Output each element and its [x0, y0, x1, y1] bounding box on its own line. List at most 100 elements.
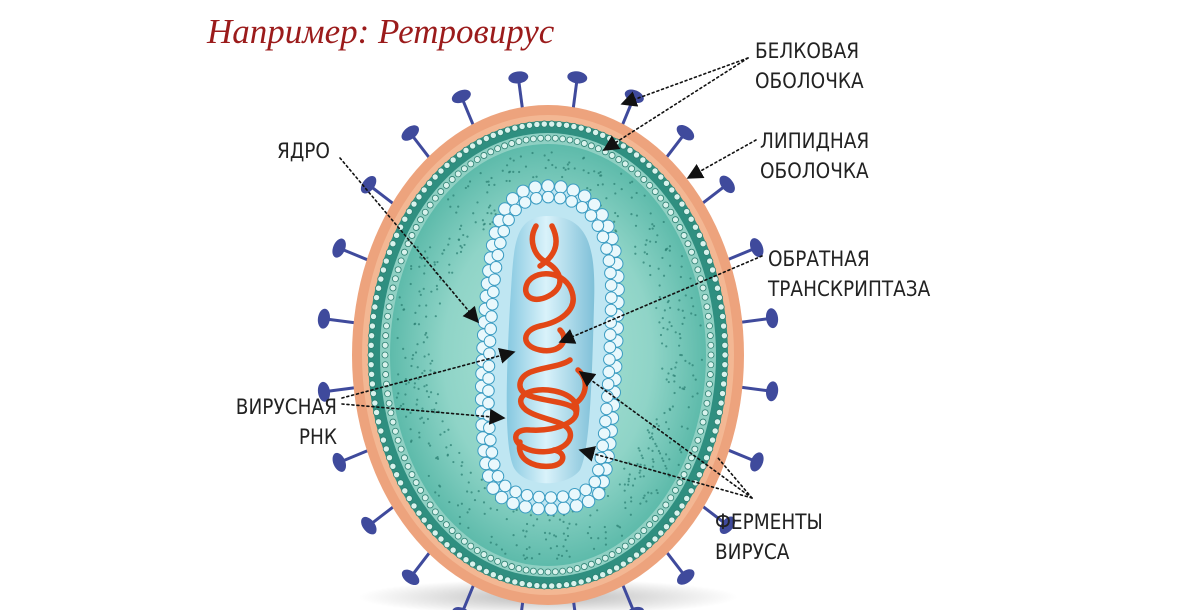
lipid-bead [426, 179, 434, 187]
interior-dot [605, 197, 608, 200]
lipid-bead [707, 351, 715, 359]
lipid-bead [431, 173, 439, 181]
spike-head [317, 381, 331, 402]
interior-dot [639, 502, 642, 505]
interior-dot [558, 518, 562, 521]
capsid-bead [518, 500, 533, 514]
interior-dot [651, 458, 654, 461]
interior-dot [557, 553, 560, 557]
interior-dot [662, 459, 665, 462]
lipid-bead [381, 361, 389, 369]
lipid-bead [467, 542, 475, 550]
lipid-bead [482, 568, 490, 576]
interior-dot [652, 460, 655, 463]
lipid-bead [613, 564, 621, 572]
lipid-bead [431, 194, 439, 202]
interior-dot [421, 407, 424, 410]
capsid-bead [596, 439, 609, 453]
lipid-bead [587, 560, 595, 568]
lipid-bead [382, 371, 390, 378]
lipid-bead [608, 551, 616, 558]
lipid-bead [371, 399, 379, 407]
interior-dot [601, 183, 604, 186]
interior-dot [689, 277, 692, 280]
lipid-bead [687, 487, 695, 495]
interior-dot [419, 293, 422, 296]
interior-dot [449, 205, 452, 208]
capsid-bead [544, 491, 558, 504]
interior-dot [684, 359, 687, 362]
capsid-bead [556, 490, 570, 503]
label-nucleus-line1: ЯДРО [277, 139, 330, 163]
interior-dot [662, 326, 665, 330]
interior-dot [436, 393, 440, 396]
lipid-bead [401, 487, 409, 495]
interior-dot [398, 296, 401, 299]
lipid-bead [577, 124, 585, 132]
interior-dot [604, 543, 608, 546]
interior-dot [694, 313, 697, 317]
lipid-bead [383, 380, 390, 388]
lipid-bead [580, 140, 588, 147]
lipid-bead [667, 494, 675, 502]
capsid-bead [487, 458, 501, 471]
lipid-bead [496, 573, 504, 581]
lipid-bead [678, 200, 686, 208]
lipid-bead [525, 581, 533, 589]
lipid-bead [426, 201, 434, 209]
label-reverse-transcriptase-line2: ТРАНСКРИПТАЗА [768, 277, 931, 301]
lipid-bead [525, 121, 533, 129]
lipid-bead [721, 361, 729, 369]
spike-head [676, 124, 695, 141]
interior-dot [436, 457, 440, 460]
lipid-bead [437, 188, 445, 195]
interior-dot [477, 490, 480, 493]
interior-dot [433, 261, 436, 264]
interior-dot [613, 220, 616, 223]
lipid-bead [473, 156, 481, 163]
interior-dot [466, 490, 469, 493]
capsid-bead [532, 490, 546, 504]
interior-dot [435, 402, 438, 405]
capsid-bead [491, 248, 505, 262]
lipid-bead [592, 129, 600, 137]
interior-dot [680, 451, 683, 454]
interior-dot [657, 449, 660, 453]
lipid-bead [694, 436, 702, 444]
interior-dot [416, 366, 419, 369]
lipid-bead [548, 120, 556, 128]
lipid-bead [454, 532, 462, 540]
interior-dot [586, 187, 589, 190]
interior-dot [597, 537, 600, 540]
spike-head [401, 125, 419, 141]
interior-dot [430, 409, 433, 412]
lipid-bead [522, 566, 530, 574]
lipid-bead [393, 471, 401, 479]
interior-dot [599, 174, 602, 177]
lipid-bead [673, 509, 681, 517]
interior-dot [493, 183, 496, 186]
lipid-bead [706, 257, 714, 265]
interior-dot [667, 427, 670, 431]
interior-dot [548, 519, 551, 522]
interior-dot [634, 245, 637, 248]
lipid-bead [449, 156, 457, 164]
lipid-bead [537, 568, 545, 576]
lipid-bead [706, 371, 714, 378]
interior-dot [409, 411, 412, 414]
interior-dot [597, 172, 600, 175]
label-reverse-transcriptase: ОБРАТНАЯ ТРАНСКРИПТАЗА [768, 244, 930, 304]
lipid-bead [377, 275, 385, 283]
lipid-bead [615, 156, 623, 163]
interior-dot [651, 449, 654, 453]
interior-dot [681, 309, 684, 312]
interior-dot [535, 175, 538, 178]
interior-dot [481, 219, 485, 222]
capsid-bead [568, 487, 581, 501]
interior-dot [433, 263, 436, 266]
capsid-bead [498, 202, 512, 216]
interior-dot [628, 473, 631, 476]
interior-dot [490, 535, 493, 538]
interior-dot [490, 212, 493, 215]
interior-dot [648, 227, 651, 231]
